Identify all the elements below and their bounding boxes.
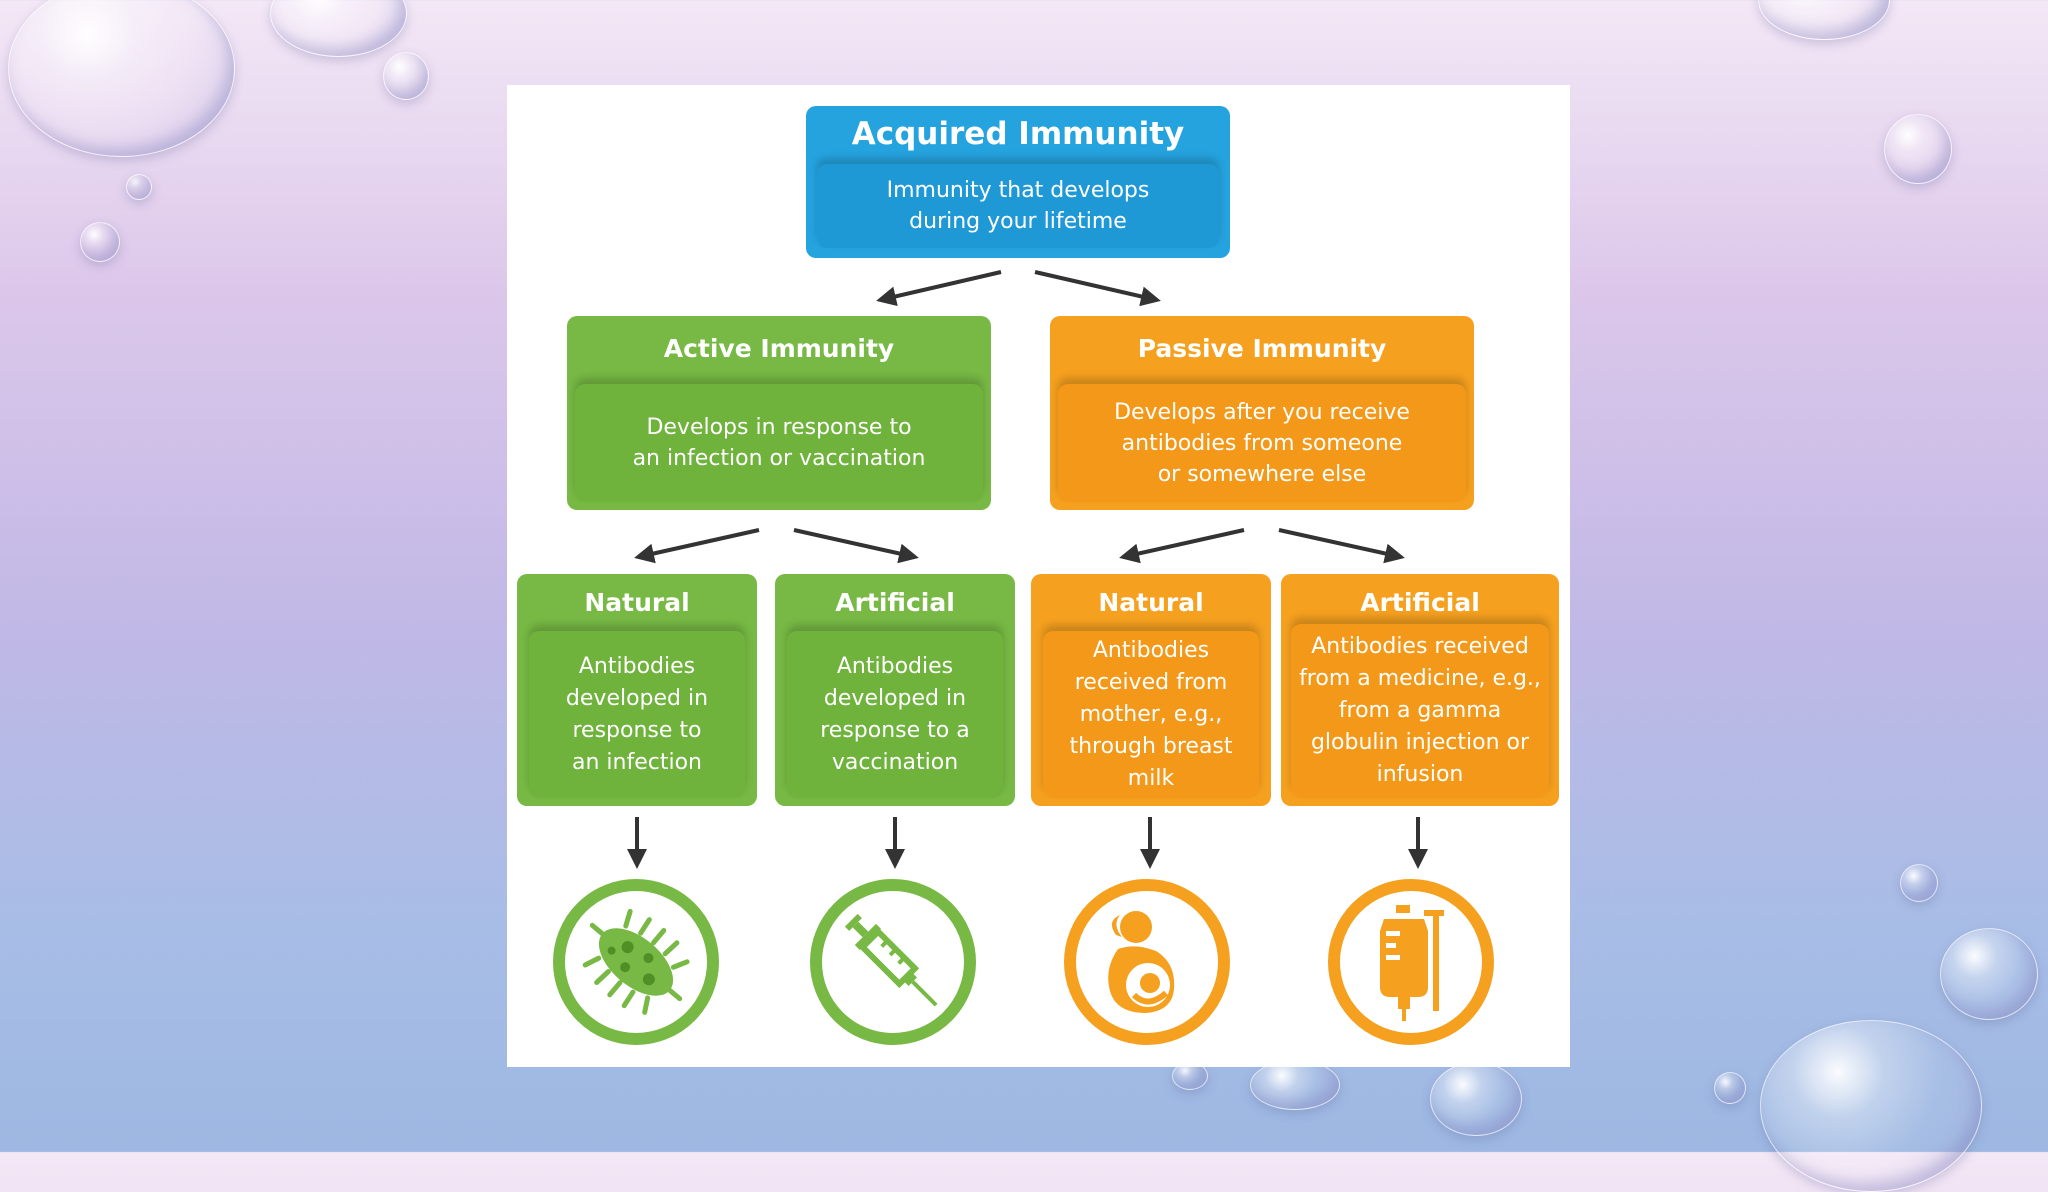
diagram-panel: Acquired Immunity Immunity that develops… [507,85,1570,1067]
active-artificial-box: Artificial Antibodies developed in respo… [775,574,1015,806]
water-drop-decoration [1760,1020,1982,1192]
passive-immunity-description: Develops after you receive antibodies fr… [1058,384,1466,502]
passive-artificial-box: Artificial Antibodies received from a me… [1281,574,1559,806]
water-drop-decoration [1430,1062,1522,1136]
active-natural-box: Natural Antibodies developed in response… [517,574,757,806]
passive-artificial-description: Antibodies received from a medicine, e.g… [1291,624,1549,798]
water-drop-decoration [80,222,120,262]
arrow-active-to-artificial [793,528,919,564]
water-drop-decoration [1714,1072,1746,1104]
active-immunity-description: Develops in response to an infection or … [575,384,983,502]
water-drop-decoration [270,0,407,57]
bacteria-icon [553,879,719,1045]
passive-immunity-box: Passive Immunity Develops after you rece… [1050,316,1474,510]
acquired-immunity-box: Acquired Immunity Immunity that develops… [806,106,1230,258]
active-artificial-title: Artificial [835,588,955,617]
active-natural-title: Natural [584,588,690,617]
water-drop-decoration [1900,864,1938,902]
active-immunity-box: Active Immunity Develops in response to … [567,316,991,510]
breastfeeding-mother-icon [1064,879,1230,1045]
arrow-root-to-passive [1034,270,1161,307]
water-drop-decoration [1940,928,2038,1020]
passive-natural-box: Natural Antibodies received from mother,… [1031,574,1271,806]
acquired-immunity-description: Immunity that develops during your lifet… [817,164,1219,248]
syringe-icon [810,879,976,1045]
passive-natural-title: Natural [1098,588,1204,617]
water-drop-decoration [1884,114,1952,184]
arrow-active-to-natural [634,528,760,564]
arrow-passive-to-natural [1119,528,1245,564]
active-artificial-description: Antibodies developed in response to a va… [787,631,1003,798]
active-immunity-title: Active Immunity [663,334,895,363]
arrow-root-to-active [876,270,1002,307]
passive-natural-description: Antibodies received from mother, e.g., t… [1043,631,1259,798]
water-drop-decoration [1250,1060,1340,1110]
water-drop-decoration [383,52,429,100]
connector-arrows [627,270,1428,869]
water-drop-decoration [8,0,235,157]
active-natural-description: Antibodies developed in response to an i… [529,631,745,798]
acquired-immunity-title: Acquired Immunity [851,116,1185,152]
iv-bag-icon [1328,879,1494,1045]
passive-artificial-title: Artificial [1360,588,1480,617]
arrow-passive-to-artificial [1278,528,1405,564]
water-drop-decoration [126,174,152,200]
water-drop-decoration [1758,0,1890,40]
passive-immunity-title: Passive Immunity [1137,334,1387,363]
